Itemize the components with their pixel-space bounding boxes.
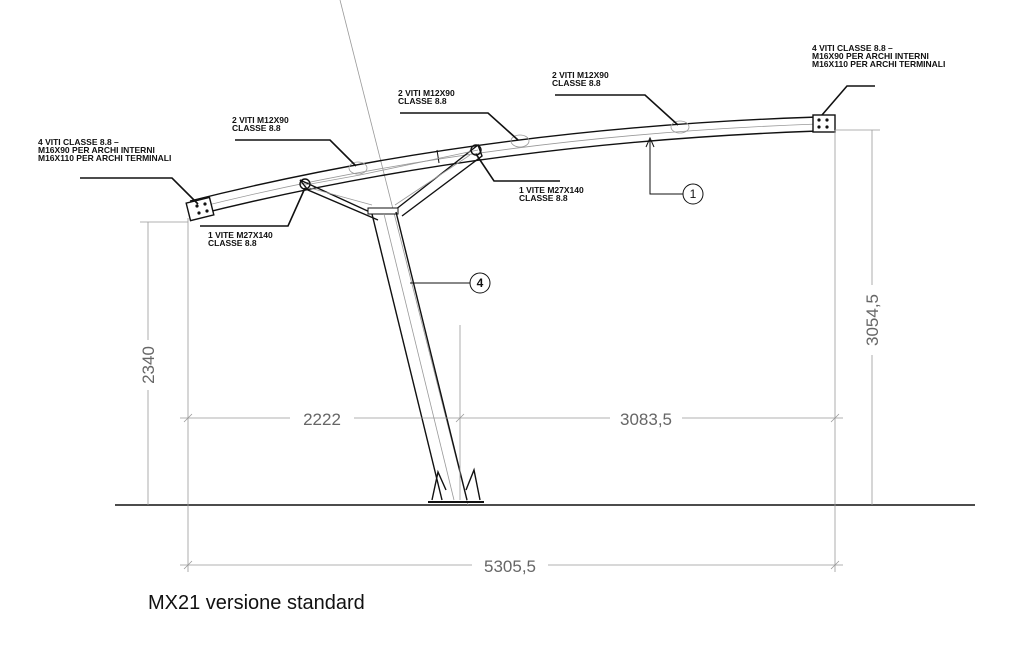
left-end-plate: [185, 196, 215, 222]
y-support: [299, 143, 483, 221]
note-pin-right: 1 VITE M27X140 CLASSE 8.8: [519, 185, 586, 203]
balloon-beam: [682, 183, 704, 205]
dimension-lines: [140, 129, 880, 572]
dim-right-height: 3054,5: [863, 294, 882, 346]
drawing-caption: MX21 versione standard: [148, 592, 365, 614]
arch-beam: [185, 114, 836, 222]
note-bolt-b: 2 VITI M12X90 CLASSE 8.8: [398, 88, 457, 106]
joint-bolt-c: [670, 120, 690, 134]
balloon-post-label: 4: [477, 276, 484, 290]
note-bolt-c: 2 VITI M12X90 CLASSE 8.8: [552, 70, 611, 88]
note-pin-left: 1 VITE M27X140 CLASSE 8.8: [208, 230, 275, 248]
post-axis-line: [339, 0, 469, 506]
joint-bolt-a: [348, 161, 368, 175]
dim-left-height: 2340: [139, 346, 158, 384]
note-bolt-a: 2 VITI M12X90 CLASSE 8.8: [232, 115, 291, 133]
dim-left-span: 2222: [303, 410, 341, 429]
dim-total-span: 5305,5: [484, 557, 536, 576]
post: [371, 211, 484, 503]
balloon-beam-label: 1: [690, 187, 697, 201]
note-right-end: 4 VITI CLASSE 8.8 – M16X90 PER ARCHI INT…: [812, 43, 945, 69]
dim-right-span: 3083,5: [620, 410, 672, 429]
joint-bolt-b: [510, 134, 530, 148]
balloon-post: [469, 272, 491, 294]
leaders: [80, 85, 875, 284]
note-left-end: 4 VITI CLASSE 8.8 – M16X90 PER ARCHI INT…: [38, 137, 171, 163]
right-end-plate: [812, 114, 836, 133]
